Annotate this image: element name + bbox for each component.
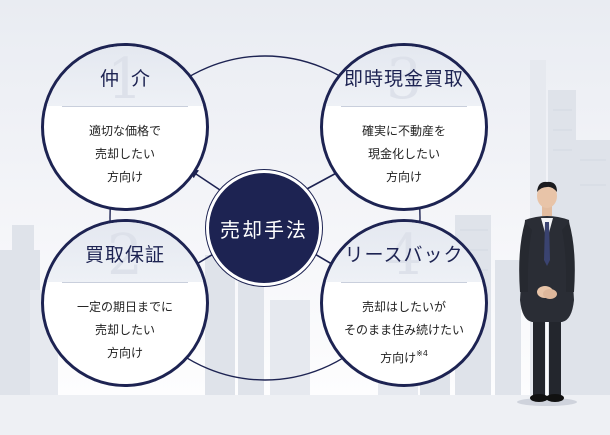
method-circle-purchase-guarantee: 2 買取保証 一定の期日までに 売却したい 方向け [41, 219, 209, 387]
method-number: 4 [386, 223, 422, 288]
footnote-marker: ※4 [416, 349, 428, 358]
method-title: 即時現金買取 [343, 68, 464, 90]
center-label: 売却手法 [220, 217, 308, 242]
description-line: 方向け [106, 170, 143, 184]
method-divider [62, 282, 188, 283]
description-line: 適切な価格で [88, 124, 161, 138]
method-divider [62, 106, 188, 107]
description-line: 方向け [106, 346, 143, 360]
method-description: 一定の期日までに 売却したい 方向け [44, 296, 206, 365]
method-title: 仲介 [99, 68, 162, 90]
description-line: 確実に不動産を [361, 124, 446, 138]
description-line-with-note: 方向け※4 [323, 342, 485, 370]
method-divider [341, 282, 467, 283]
description-line: 現金化したい [367, 147, 440, 161]
method-number: 3 [386, 47, 422, 112]
businessman-figure [517, 181, 577, 406]
description-line: 売却はしたいが [361, 300, 446, 314]
method-circle-brokerage: 1 仲介 適切な価格で 売却したい 方向け [41, 43, 209, 211]
description-line: 売却したい [94, 323, 155, 337]
method-number: 1 [107, 47, 143, 112]
description-line: そのまま住み続けたい [343, 323, 464, 337]
method-divider [341, 106, 467, 107]
method-header [44, 222, 206, 282]
description-line: 方向け [385, 170, 422, 184]
method-description: 売却はしたいが そのまま住み続けたい 方向け※4 [323, 296, 485, 370]
method-header [323, 46, 485, 106]
method-header [44, 46, 206, 106]
description-line: 方向け [380, 351, 417, 365]
method-description: 適切な価格で 売却したい 方向け [44, 120, 206, 189]
method-number: 2 [107, 223, 143, 288]
method-description: 確実に不動産を 現金化したい 方向け [323, 120, 485, 189]
center-hub: 売却手法 [206, 170, 322, 286]
description-line: 売却したい [94, 147, 155, 161]
method-circle-cash-purchase: 3 即時現金買取 確実に不動産を 現金化したい 方向け [320, 43, 488, 211]
method-title: 買取保証 [84, 244, 165, 266]
method-header [323, 222, 485, 282]
connector-ring [109, 55, 421, 381]
description-line: 一定の期日までに [76, 300, 173, 314]
method-title: リースバック [344, 244, 464, 266]
method-circle-leaseback: 4 リースバック 売却はしたいが そのまま住み続けたい 方向け※4 [320, 219, 488, 387]
